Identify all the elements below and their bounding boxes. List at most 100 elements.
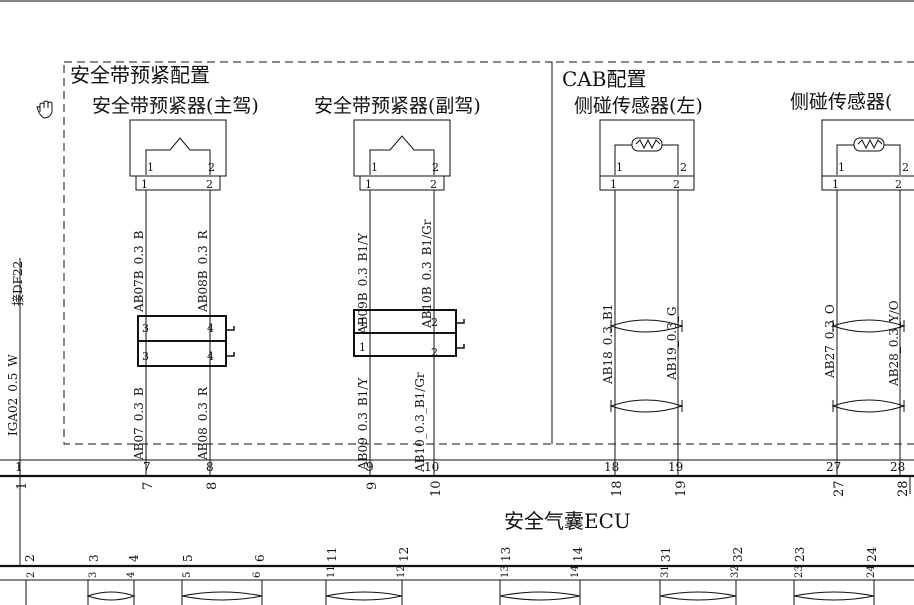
pin-label: 2	[432, 161, 439, 174]
ecu-pin-number: 28	[890, 460, 905, 474]
bottom-pin-lower: 23	[794, 565, 805, 578]
bottom-pin-lower: 5	[182, 572, 193, 578]
wire-label: AB28_0.3_Y/O	[887, 300, 901, 387]
wire-label: AB19_0.3_G	[665, 307, 679, 381]
ecu-pin-number-rotated: 9	[365, 482, 380, 490]
bottom-pin: 5	[181, 554, 195, 562]
wire-label: AB07B_0.3_B	[132, 230, 146, 313]
twisted-pair-left-upper	[609, 319, 684, 333]
bottom-pin-lower: 11	[326, 565, 337, 578]
hand-cursor-icon	[36, 100, 53, 119]
seatbelt-config-box	[63, 61, 553, 445]
bottom-pin: 4	[127, 554, 141, 562]
bottom-pin-lower: 14	[570, 565, 581, 578]
pretensioner-driver-symbol	[129, 119, 227, 191]
ecu-pin-number: 10	[424, 460, 439, 474]
side-sensor-right-symbol	[821, 119, 914, 191]
pin-label: 2	[680, 161, 687, 174]
bottom-twisted-pairs	[19, 476, 875, 605]
pin-label: 1	[141, 178, 148, 191]
ecu-pin-number-rotated: 28	[896, 480, 911, 497]
pin-label: 1	[147, 161, 154, 174]
ecu-pin-number-rotated: 7	[141, 482, 156, 490]
inline-connector-driver	[137, 315, 235, 367]
bottom-pin: 12	[397, 547, 411, 562]
bottom-pin: 32	[731, 547, 745, 562]
pin-label: 2	[430, 178, 437, 191]
bottom-pin: 31	[659, 547, 673, 562]
bottom-pin-lower: 3	[88, 572, 99, 578]
bottom-pin: 3	[87, 554, 101, 562]
bottom-pin-lower: 2	[26, 572, 37, 578]
ecu-pin-number-rotated: 1	[15, 482, 30, 490]
connector-pin-label: 4	[207, 322, 214, 335]
connector-pin-label: 1	[359, 341, 366, 354]
side-sensor-left-symbol	[599, 119, 695, 191]
twisted-pair-right-lower	[831, 399, 906, 413]
twisted-pair-left-lower	[609, 399, 684, 413]
wire-label: AB10_0.3_B1/Gr	[413, 372, 427, 473]
ecu-pin-number-rotated: 10	[429, 480, 444, 497]
bottom-pin: 6	[253, 554, 267, 562]
connector-pin-label: 3	[142, 350, 149, 363]
bottom-pin: 13	[499, 547, 513, 562]
wire-label: IGA02_0.5_W	[6, 354, 20, 436]
wire-label: AB08B_0.3_R	[196, 229, 210, 313]
ecu-pin-number-rotated: 27	[832, 480, 847, 497]
bottom-pin: 23	[793, 547, 807, 562]
bottom-pin-lower: 32	[730, 565, 741, 578]
wire-label: AB09B_0.3_B1/Y	[356, 232, 370, 335]
bottom-pin: 14	[571, 546, 585, 562]
ecu-pin-number: 9	[366, 460, 374, 474]
twisted-pair-right-upper	[831, 319, 906, 333]
pin-label: 1	[371, 161, 378, 174]
pin-label: 1	[838, 161, 845, 174]
bottom-pin-lower: 24	[866, 565, 877, 578]
bottom-pin-lower: 13	[500, 565, 511, 578]
ecu-label: 安全气囊ECU	[504, 509, 631, 533]
component-label-side-sensor-left: 侧碰传感器(左)	[574, 95, 703, 117]
bottom-pin-lower: 6	[252, 572, 263, 578]
ecu-pin-number-rotated: 18	[610, 480, 625, 497]
pin-label: 1	[616, 161, 623, 174]
ecu-pin-number: 18	[604, 460, 619, 474]
bottom-pin: 2	[23, 554, 37, 562]
wire-label: AB08_0.3_R	[196, 386, 210, 461]
component-label-pretensioner-driver: 安全带预紧器(主驾)	[92, 95, 259, 117]
component-label-side-sensor-right: 侧碰传感器(	[790, 91, 892, 113]
inline-connector-passenger	[353, 309, 465, 357]
pin-label: 2	[206, 178, 213, 191]
pin-label: 1	[365, 178, 372, 191]
bottom-pin-lower: 31	[660, 565, 671, 578]
bottom-pin-lower: 12	[396, 565, 407, 578]
pin-label: 2	[895, 178, 902, 191]
ecu-pin-number: 19	[668, 460, 683, 474]
ecu-pin-number: 1	[15, 460, 23, 474]
bottom-pin: 24	[865, 546, 879, 562]
cab-config-title: CAB配置	[562, 67, 646, 91]
pin-label: 1	[832, 178, 839, 191]
wire-label: AB18_0.3_B1	[601, 304, 615, 385]
connector-pin-label: 3	[142, 322, 149, 335]
pretensioner-passenger-symbol	[353, 119, 451, 191]
ecu-pin-number-rotated: 19	[674, 480, 689, 497]
wire-label: AB09_0.3_B1/Y	[356, 377, 370, 471]
connector-pin-label: 2	[431, 346, 438, 359]
component-label-pretensioner-passenger: 安全带预紧器(副驾)	[314, 95, 481, 117]
connector-pin-label: 2	[431, 316, 438, 329]
bottom-pin-lower: 4	[126, 572, 137, 578]
pin-label: 2	[208, 161, 215, 174]
ecu-pin-number-rotated: 8	[205, 482, 220, 490]
wire-label: AB10B_0.3_B1/Gr	[420, 219, 434, 329]
ecu-pin-number: 27	[826, 460, 841, 474]
connector-pin-label: 4	[207, 350, 214, 363]
pin-label: 2	[902, 161, 909, 174]
connector-pin-label: 1	[359, 316, 366, 329]
wire-label: AB27_0.3_O	[823, 304, 837, 379]
wire-label: 接DF22	[10, 261, 25, 306]
pin-label: 2	[673, 178, 680, 191]
pin-label: 1	[610, 178, 617, 191]
seatbelt-config-title: 安全带预紧配置	[70, 63, 210, 87]
ecu-pin-number: 8	[206, 460, 214, 474]
